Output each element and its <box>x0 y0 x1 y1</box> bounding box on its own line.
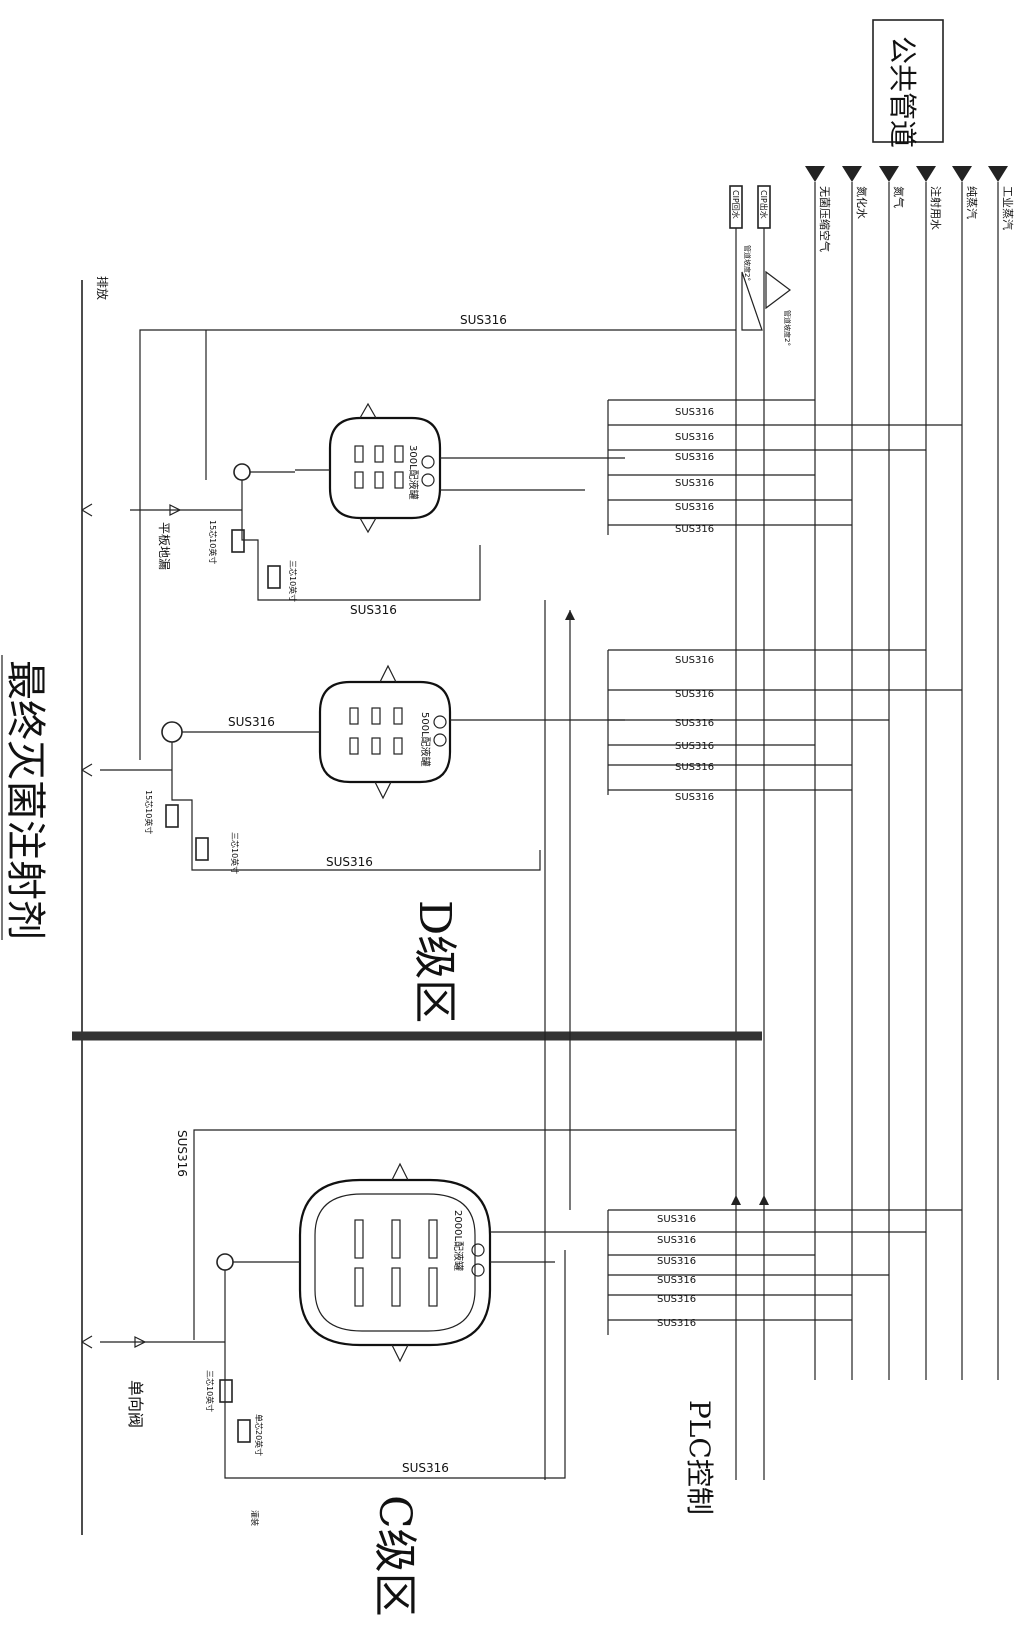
utility-line-nitrogen: 氮气 <box>879 166 906 1380</box>
pipe-material-2000l-bottom: SUS316 <box>402 1461 449 1475</box>
manifold-2000l: SUS316 SUS316 SUS316 SUS316 SUS316 SUS31… <box>607 1209 962 1335</box>
public-pipe-label: 公共管道 <box>886 36 919 148</box>
manifold-material: SUS316 <box>675 762 714 773</box>
utility-label: 纯蒸汽 <box>965 186 979 219</box>
funnel-icon <box>879 166 899 182</box>
funnel-icon <box>988 166 1008 182</box>
zone-label-d: D级区 <box>409 900 460 1023</box>
manifold-500l: SUS316 SUS316 SUS316 SUS316 SUS316 SUS31… <box>607 649 962 803</box>
utility-label: 工业蒸汽 <box>1001 186 1015 230</box>
utility-label: 氮化水 <box>855 186 869 219</box>
filling-label: 灌装 <box>250 1510 260 1526</box>
pipe-material-2000l-top: SUS316 <box>175 1130 189 1177</box>
zone-label-c: C级区 <box>369 1495 420 1617</box>
tank-label-500l: 500L配液罐 <box>419 712 432 767</box>
page-title: 最终灭菌注射剂 <box>2 660 48 940</box>
funnel-icon <box>916 166 936 182</box>
manifold-material: SUS316 <box>657 1214 696 1225</box>
valve-icon <box>169 504 182 516</box>
tank-2000l: 2000L配液罐 <box>298 1162 492 1363</box>
cip-block: CIP回水 CIP出水 管道坡度2° 管道坡度2° <box>729 185 792 1480</box>
manifold-material: SUS316 <box>675 502 714 513</box>
manifold-material: SUS316 <box>675 655 714 666</box>
pump-icon <box>216 1253 234 1271</box>
manifold-material: SUS316 <box>675 478 714 489</box>
floor-drain-label: 平板地漏 <box>157 522 171 570</box>
arrow-up-icon <box>759 1195 769 1205</box>
filter-icon <box>165 804 179 828</box>
funnel-icon <box>805 166 825 182</box>
manifold-material: SUS316 <box>657 1294 696 1305</box>
check-valve-icon <box>134 1336 147 1348</box>
utility-line-nitrided-water: 氮化水 <box>842 166 869 1380</box>
manifold-material: SUS316 <box>657 1318 696 1329</box>
filter-icon <box>267 565 281 589</box>
utility-line-sterile-air: 无菌压缩空气 <box>805 166 832 1380</box>
utility-line-wfi: 注射用水 <box>916 166 943 1380</box>
pipe-material-top: SUS316 <box>460 313 507 327</box>
filter-label-5: 三芯10英寸 <box>205 1370 215 1412</box>
utility-line-pure-steam: 纯蒸汽 <box>952 166 979 1380</box>
tank-label-2000l: 2000L配液罐 <box>452 1210 465 1271</box>
arrow-up-icon <box>565 610 575 620</box>
utility-label: 无菌压缩空气 <box>818 186 832 252</box>
public-pipe-box <box>872 19 944 143</box>
pump-icon <box>161 721 183 743</box>
manifold-material: SUS316 <box>675 741 714 752</box>
manifold-material: SUS316 <box>675 689 714 700</box>
filter-icon <box>231 529 245 553</box>
manifold-material: SUS316 <box>657 1235 696 1246</box>
check-valve-label: 单向阀 <box>126 1380 145 1428</box>
drain-label: 排放 <box>95 276 110 300</box>
filter-label-4: 三芯10英寸 <box>230 832 240 874</box>
manifold-material: SUS316 <box>657 1256 696 1267</box>
slope-triangle-a <box>741 271 763 331</box>
filter-label-2: 三芯10英寸 <box>288 560 298 602</box>
slope-label-b: 管道坡度2° <box>783 310 792 346</box>
filter-label-3: 15芯10英寸 <box>144 790 154 834</box>
manifold-300l: SUS316 SUS316 SUS316 SUS316 SUS316 SUS31… <box>607 399 962 535</box>
utility-label: 氮气 <box>892 186 906 208</box>
manifold-material: SUS316 <box>675 524 714 535</box>
filter-icon <box>237 1419 251 1443</box>
pipe-material-500l-out: SUS316 <box>326 855 373 869</box>
utility-label: 注射用水 <box>929 186 943 230</box>
tank-500l: 500L配液罐 <box>318 664 452 800</box>
funnel-icon <box>842 166 862 182</box>
plc-label: PLC控制 <box>683 1400 716 1515</box>
slope-triangle-b <box>765 270 791 310</box>
manifold-material: SUS316 <box>675 452 714 463</box>
manifold-material: SUS316 <box>657 1275 696 1286</box>
slope-label-a: 管道坡度2° <box>743 245 752 281</box>
pump-icon <box>233 463 251 481</box>
filter-label-1: 15芯10英寸 <box>208 520 218 564</box>
filter-icon <box>195 837 209 861</box>
tank-300l: 300L配液罐 <box>328 402 442 534</box>
filter-icon <box>219 1379 233 1403</box>
cip-return-label: CIP回水 <box>731 190 741 219</box>
cip-return-pipe <box>139 329 736 760</box>
manifold-material: SUS316 <box>675 792 714 803</box>
tank-label-300l: 300L配液罐 <box>407 445 420 500</box>
manifold-material: SUS316 <box>675 718 714 729</box>
funnel-icon <box>952 166 972 182</box>
arrow-up-icon <box>731 1195 741 1205</box>
manifold-material: SUS316 <box>675 407 714 418</box>
filter-label-6: 单芯20英寸 <box>254 1414 264 1456</box>
cip-supply-label: CIP出水 <box>759 190 769 219</box>
utility-lines: 无菌压缩空气 氮化水 氮气 注射用水 纯蒸汽 工业蒸汽 <box>805 166 1015 1380</box>
utility-line-industrial-steam: 工业蒸汽 <box>988 166 1015 1380</box>
pipe-material-300l-out: SUS316 <box>350 603 397 617</box>
manifold-material: SUS316 <box>675 432 714 443</box>
pipe-material-500l-in: SUS316 <box>228 715 275 729</box>
